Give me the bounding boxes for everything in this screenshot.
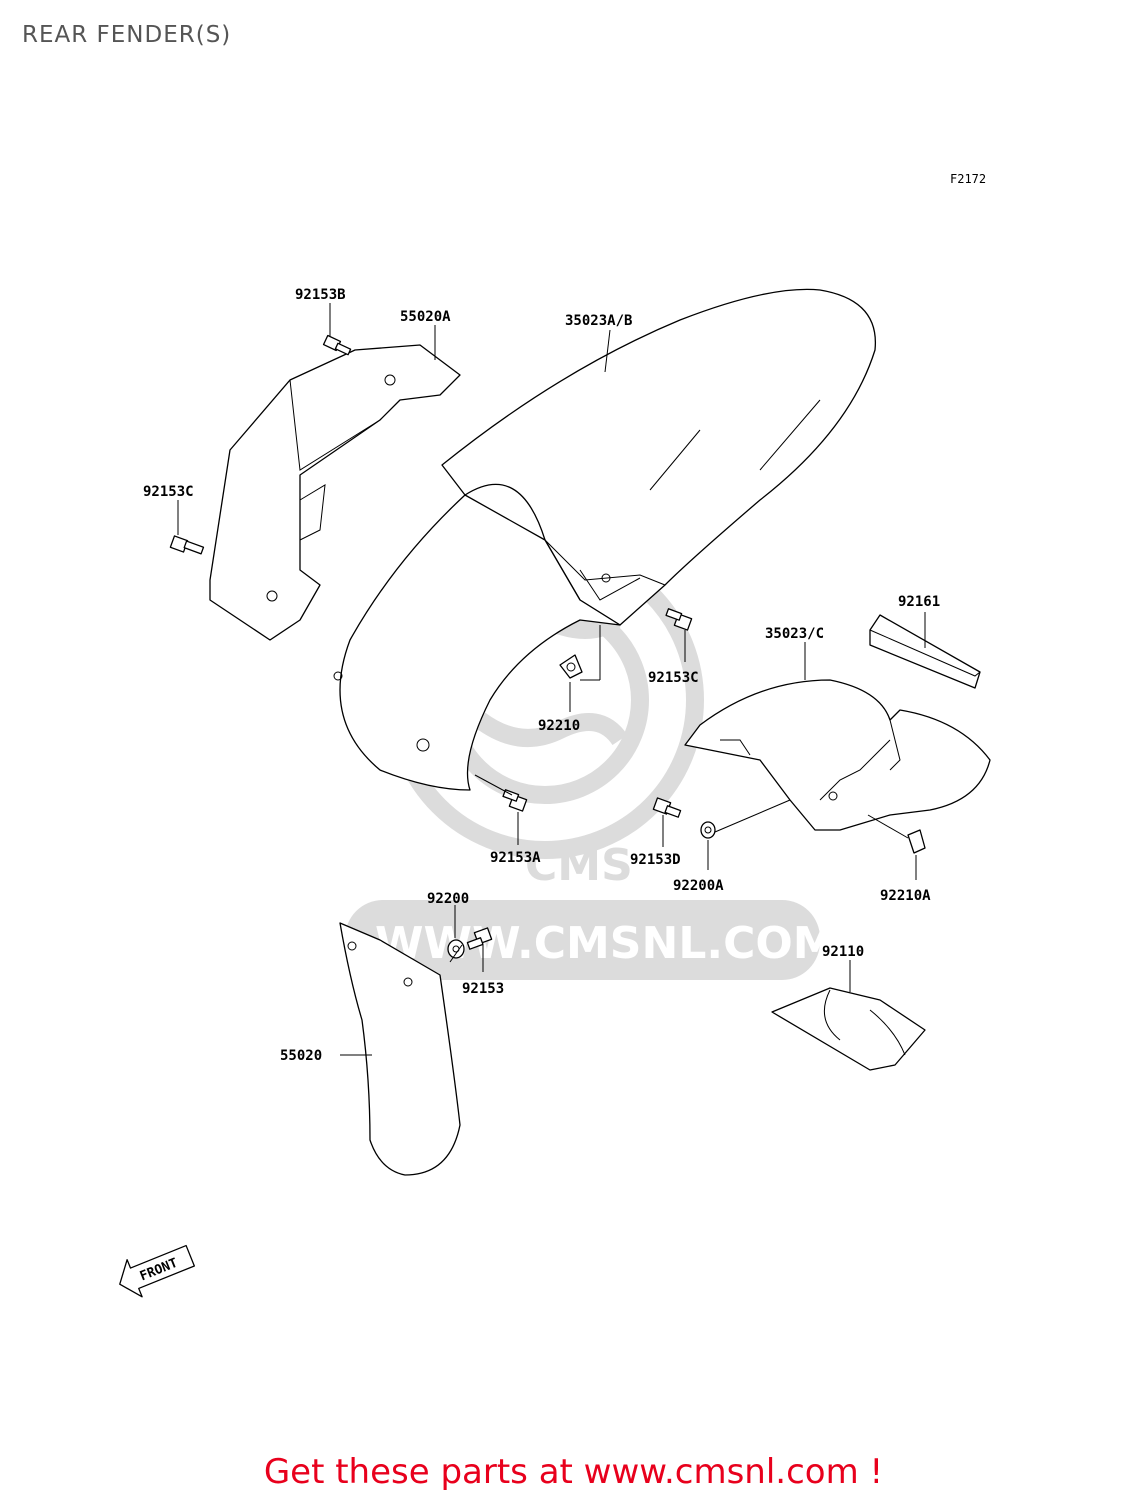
callout-35023c: 35023/C (765, 626, 824, 642)
callout-92153b: 92153B (295, 287, 346, 303)
callout-55020: 55020 (280, 1048, 322, 1064)
watermark-url: WWW.CMSNL.COM (375, 918, 837, 969)
bolt-92153-icon (466, 927, 493, 950)
front-arrow-icon: FRONT (119, 1244, 196, 1298)
bolt-92153c-left-icon (169, 535, 205, 555)
nut-92200a-icon (700, 821, 716, 839)
callout-55020a: 55020A (400, 309, 451, 325)
page-title: REAR FENDER(S) (22, 22, 232, 48)
part-35023c-shape (684, 679, 991, 831)
part-92110-shape (771, 987, 926, 1071)
bolt-92153b-icon (322, 334, 352, 356)
bolt-92153c-mid-icon (665, 608, 693, 631)
callout-35023ab: 35023A/B (565, 313, 632, 329)
callout-92210a: 92210A (880, 888, 931, 904)
bolt-92153a-icon (502, 789, 528, 812)
callout-92153d: 92153D (630, 852, 681, 868)
footer-cta-link[interactable]: Get these parts at www.cmsnl.com ! (263, 1452, 884, 1492)
leader-lines (177, 303, 926, 1056)
bolt-92153d-icon (652, 797, 682, 818)
callout-92110: 92110 (822, 944, 864, 960)
callout-92161: 92161 (898, 594, 940, 610)
part-55020-shape (339, 922, 461, 1176)
callout-92210: 92210 (538, 718, 580, 734)
exploded-parts-diagram: WWW.CMSNL.COM CMS (119, 287, 991, 1298)
part-55020a-shape (209, 344, 461, 641)
diagram-id: F2172 (950, 172, 987, 186)
callout-92200: 92200 (427, 891, 469, 907)
callout-92200a: 92200A (673, 878, 724, 894)
grommet-92210-icon (559, 654, 583, 679)
nut-92200-icon (447, 939, 465, 959)
clip-92210a-icon (907, 829, 926, 854)
callout-92153c-left: 92153C (143, 484, 194, 500)
watermark-banner (345, 900, 820, 980)
callout-92153: 92153 (462, 981, 504, 997)
part-92161-shape (869, 614, 981, 689)
watermark-logo-text: CMS (525, 840, 633, 891)
callout-92153a: 92153A (490, 850, 541, 866)
part-35023ab-shape (333, 288, 877, 791)
callout-92153c-mid: 92153C (648, 670, 699, 686)
